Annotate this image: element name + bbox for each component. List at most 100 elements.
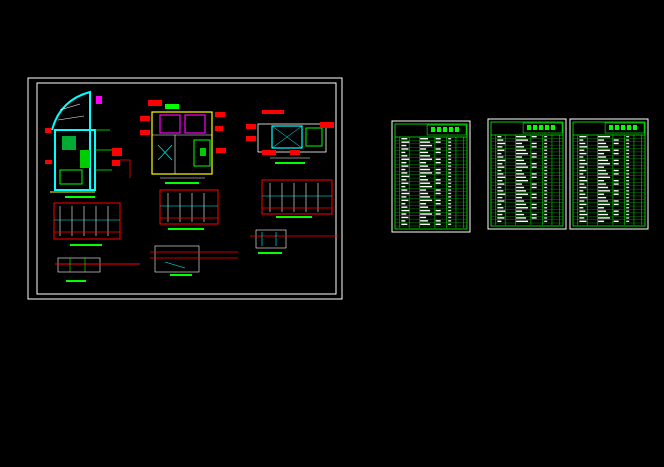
table-cell-text <box>420 182 431 184</box>
table-cell-text <box>626 207 630 209</box>
table-cell-text <box>448 151 452 154</box>
table-cell-text <box>598 159 609 162</box>
table-cell-text <box>435 213 441 215</box>
table-cell-text <box>420 185 433 188</box>
title-block-cell <box>527 125 531 130</box>
section-3[interactable] <box>250 229 338 254</box>
table-cell-text <box>598 136 611 138</box>
title-block-cell <box>627 125 631 130</box>
table-cell-text <box>544 149 548 151</box>
table-cell-text <box>420 168 431 171</box>
table-cell-text <box>516 152 529 155</box>
table-cell-text <box>448 138 452 140</box>
table-cell-text <box>497 200 505 202</box>
table-cell-text <box>598 210 607 212</box>
elevation-1[interactable] <box>53 202 121 246</box>
drawing-sheet-plans[interactable] <box>27 77 343 300</box>
table-cell-text <box>420 161 427 164</box>
table-cell-text <box>598 149 611 151</box>
table-cell-text <box>516 176 527 178</box>
table-cell-text <box>531 217 537 219</box>
table-cell-text <box>626 180 630 182</box>
table-cell-text <box>420 206 429 208</box>
table-cell-text <box>401 209 410 212</box>
table-cell-text <box>516 169 523 172</box>
title-block-cell <box>539 125 543 130</box>
table-cell-text <box>626 166 630 168</box>
table-cell-text <box>598 142 607 145</box>
table-cell-text <box>516 193 529 195</box>
table-cell-text <box>516 163 527 165</box>
table-cell-text <box>516 207 529 209</box>
table-cell-text <box>435 161 441 164</box>
table-cell-text <box>420 196 431 198</box>
table-cell-text <box>598 196 607 199</box>
table-cell-text <box>598 169 607 172</box>
table-cell-text <box>401 179 407 181</box>
table-cell-text <box>420 223 431 225</box>
table-cell-text <box>531 163 537 165</box>
table-cell-text <box>626 176 630 178</box>
table-cell-text <box>497 213 503 216</box>
table-cell-text <box>531 152 537 155</box>
table-cell-text <box>448 141 452 143</box>
table-cell-text <box>598 152 605 155</box>
table-cell-text <box>448 209 452 212</box>
table-cell-text <box>448 189 452 191</box>
floor-plan-small[interactable] <box>246 110 334 164</box>
section-2[interactable] <box>150 245 238 276</box>
table-cell-text <box>598 220 605 222</box>
table-cell-text <box>531 196 537 199</box>
drawing-sheet-schedule-1[interactable] <box>391 120 471 233</box>
table-cell-text <box>579 213 588 216</box>
elevation-3[interactable] <box>261 179 333 218</box>
section-1[interactable] <box>55 257 140 282</box>
table-cell-text <box>420 148 427 150</box>
floor-plan-magenta[interactable] <box>140 100 226 184</box>
elevation-2[interactable] <box>159 189 219 230</box>
table-cell-text <box>626 146 630 148</box>
table-cell-text <box>516 213 525 216</box>
table-cell-text <box>516 183 523 185</box>
table-cell-text <box>579 196 588 199</box>
table-cell-text <box>497 146 503 148</box>
table-cell-text <box>448 206 452 208</box>
table-cell-text <box>626 156 630 158</box>
drawing-sheet-schedule-2[interactable] <box>487 118 567 230</box>
table-cell-text <box>531 193 537 195</box>
table-cell-text <box>435 203 441 205</box>
table-cell-text <box>613 203 619 206</box>
table-cell-text <box>531 156 537 158</box>
title-block-cell <box>437 127 441 132</box>
table-cell-text <box>448 161 452 164</box>
table-cell-text <box>531 166 537 168</box>
table-cell-text <box>448 192 452 195</box>
table-cell-text <box>613 163 619 165</box>
sheet-inner-frame <box>572 121 646 227</box>
table-cell-text <box>626 196 630 199</box>
table-cell-text <box>497 142 506 145</box>
sheet-frame <box>391 120 471 233</box>
table-cell-text <box>613 142 619 145</box>
table-cell-text <box>626 159 630 162</box>
table-cell-text <box>420 203 427 205</box>
table-cell-text <box>401 216 409 219</box>
table-cell-text <box>531 176 537 178</box>
table-cell-text <box>516 136 527 138</box>
floor-plan-cyan[interactable] <box>45 90 131 198</box>
title-block <box>426 124 467 136</box>
table-cell-text <box>497 217 505 219</box>
table-cell-text <box>598 213 609 216</box>
table-cell-text <box>531 136 537 138</box>
drawing-sheet-schedule-3[interactable] <box>569 118 649 230</box>
table-cell-text <box>401 144 407 147</box>
table-cell-text <box>579 190 584 192</box>
table-cell-text <box>613 190 619 192</box>
table-cell-text <box>544 152 548 155</box>
schedule-sheets-layer <box>391 118 649 233</box>
table-cell-text <box>435 172 441 174</box>
table-cell-text <box>516 190 527 192</box>
table-cell-text <box>420 175 427 178</box>
